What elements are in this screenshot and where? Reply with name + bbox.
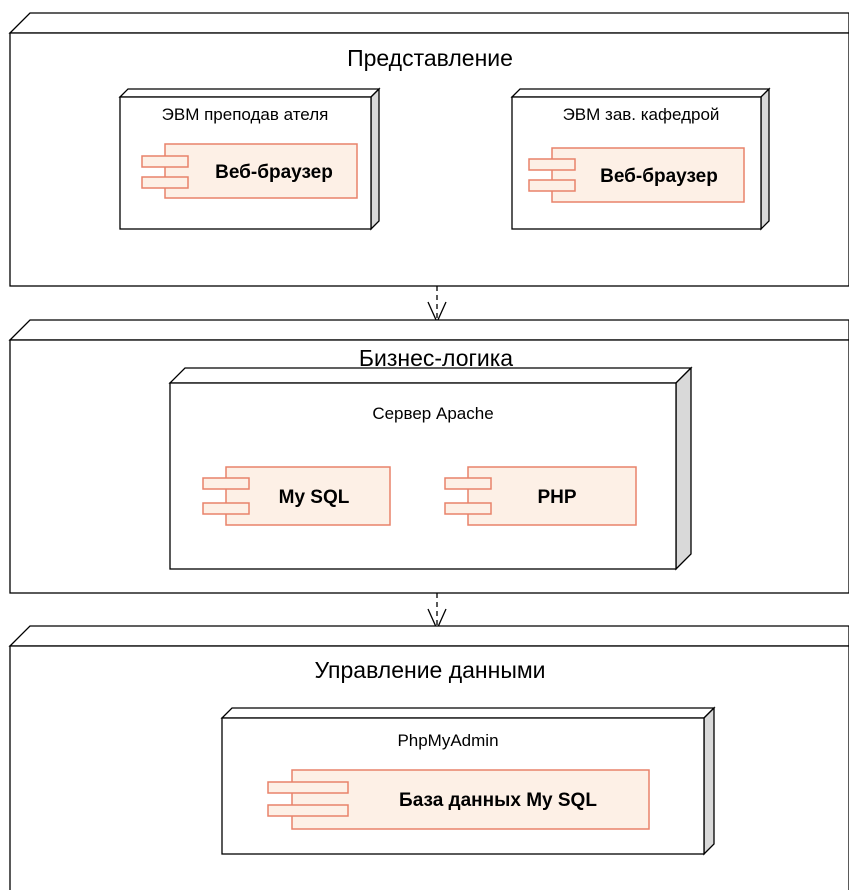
component-mysql: My SQL xyxy=(202,466,391,526)
node-apache-server-label: Сервер Apache xyxy=(372,404,493,423)
component-web-browser-2-tab-bottom xyxy=(528,179,576,192)
node-apache-server-side xyxy=(675,366,692,571)
node-teacher-pc-top xyxy=(118,88,381,98)
component-mysql-body xyxy=(225,466,391,526)
node-head-pc-label: ЭВМ зав. кафедрой xyxy=(563,105,720,124)
node-apache-server-top xyxy=(168,367,693,384)
component-database-label: База данных My SQL xyxy=(399,790,597,811)
node-teacher-pc-label: ЭВМ преподав ателя xyxy=(162,105,329,124)
component-mysql-tab-top xyxy=(202,477,250,490)
component-web-browser-1: Веб-браузер xyxy=(141,143,358,199)
component-database-tab-top xyxy=(267,781,349,794)
component-php: PHP xyxy=(444,466,637,526)
node-phpmyadmin: PhpMyAdmin База данных My SQL xyxy=(220,706,716,856)
tier-data-management-title: Управление данными xyxy=(314,657,545,683)
component-php-tab-top xyxy=(444,477,492,490)
tier-business-logic-title: Бизнес-логика xyxy=(359,345,513,371)
tier-presentation: Представление ЭВМ преподав ателя Веб-бра… xyxy=(8,12,849,287)
tier-presentation-title: Представление xyxy=(347,45,513,71)
component-mysql-label: My SQL xyxy=(279,487,350,508)
node-phpmyadmin-top xyxy=(220,707,716,719)
component-php-label: PHP xyxy=(537,487,576,508)
component-web-browser-1-tab-top xyxy=(141,155,189,168)
component-web-browser-2: Веб-браузер xyxy=(528,147,745,203)
tier-business-logic-top xyxy=(8,319,849,341)
component-web-browser-2-body xyxy=(551,147,745,203)
component-php-body xyxy=(467,466,637,526)
tier-business-logic: Бизнес-логика Сервер Apache My SQL PHP xyxy=(8,319,849,594)
node-head-pc-side xyxy=(760,87,770,231)
tier-data-management: Управление данными PhpMyAdmin База данны… xyxy=(8,625,849,890)
dependency-arrow-2 xyxy=(427,593,447,631)
component-database: База данных My SQL xyxy=(267,769,650,830)
tier-data-management-top xyxy=(8,625,849,647)
component-php-tab-bottom xyxy=(444,502,492,515)
tier-presentation-top xyxy=(8,12,849,34)
node-phpmyadmin-label: PhpMyAdmin xyxy=(397,731,498,750)
node-teacher-pc: ЭВМ преподав ателя Веб-браузер xyxy=(118,87,381,231)
component-web-browser-1-body xyxy=(164,143,358,199)
node-apache-server: Сервер Apache My SQL PHP xyxy=(168,366,693,571)
component-web-browser-1-label: Веб-браузер xyxy=(215,162,333,183)
component-database-body xyxy=(291,769,650,830)
component-web-browser-2-label: Веб-браузер xyxy=(600,166,718,187)
component-web-browser-2-tab-top xyxy=(528,158,576,171)
node-teacher-pc-side xyxy=(370,87,380,231)
component-web-browser-1-tab-bottom xyxy=(141,176,189,189)
component-mysql-tab-bottom xyxy=(202,502,250,515)
component-database-tab-bottom xyxy=(267,804,349,817)
node-head-pc-top xyxy=(510,88,771,98)
dependency-arrow-1 xyxy=(427,286,447,324)
node-head-pc: ЭВМ зав. кафедрой Веб-браузер xyxy=(510,87,771,231)
node-phpmyadmin-side xyxy=(703,706,715,856)
